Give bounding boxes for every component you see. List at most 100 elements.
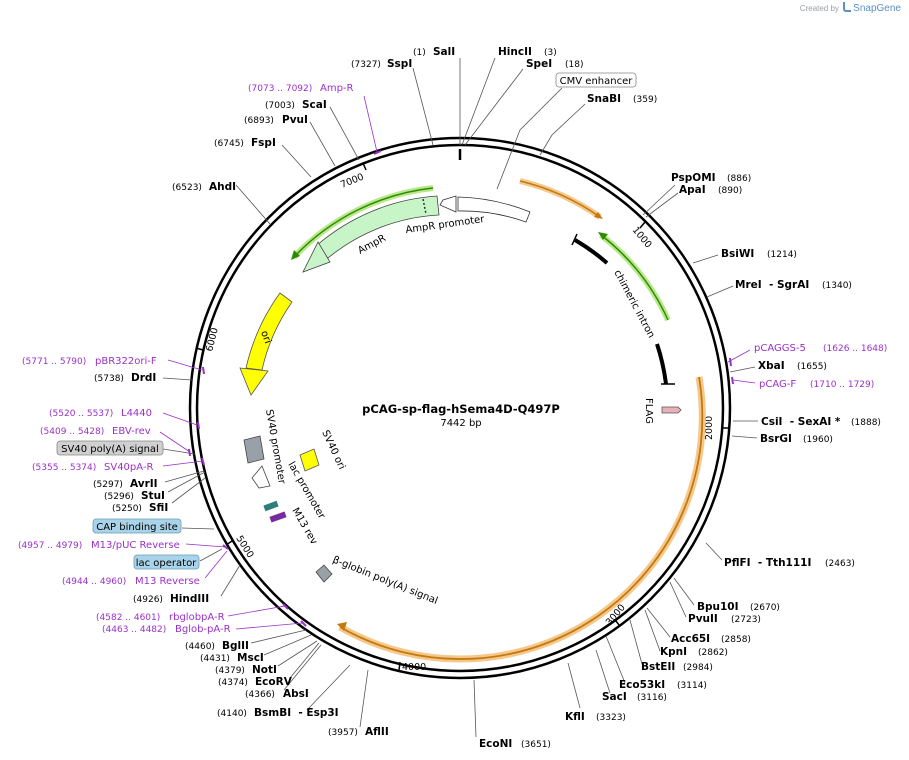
site-name-saci: SacI — [602, 691, 627, 703]
chimeric-intron-bar-2 — [655, 343, 668, 385]
leader-bsiwi — [692, 254, 719, 264]
site-name-ecorv: EcoRV — [255, 676, 293, 688]
tick-mark-5000 — [225, 540, 233, 546]
mark-ebv-rev — [188, 448, 191, 457]
mark-sv40pa-r — [201, 457, 205, 466]
ampr-dots — [422, 198, 427, 215]
site-name-fspi: FspI — [251, 137, 276, 149]
primer-range-pbr322: (5771 .. 5790) — [22, 357, 86, 367]
snapgene-credit: Created by SnapGene — [800, 2, 901, 14]
site-name-noti: NotI — [252, 664, 277, 676]
leader-scai — [329, 106, 360, 161]
site-pos-scai: (7003) — [265, 101, 295, 111]
site-name-hincii: HincII — [498, 46, 532, 58]
plasmid-name: pCAG-sp-flag-hSema4D-Q497P — [362, 402, 560, 416]
site-pos-aflii: (3957) — [328, 728, 358, 738]
feature-label-sv40-ori: SV40 ori — [319, 429, 347, 472]
chimeric-intron-bar-1 — [573, 238, 609, 265]
tick-label-6000: 6000 — [204, 327, 221, 353]
ori-arrowhead — [239, 367, 269, 396]
site-name-eco53ki: Eco53kI — [619, 679, 665, 691]
leader-aflii — [359, 669, 369, 728]
leader-stui — [167, 471, 206, 493]
site-pos-msci: (4431) — [200, 654, 230, 664]
site-pos-stui: (5296) — [104, 492, 134, 502]
tick-label-1000: 1000 — [630, 225, 654, 251]
leader-snabi — [539, 103, 586, 156]
m13-rev-box — [269, 511, 287, 523]
leader-xbai — [729, 366, 756, 373]
leader-m13puc — [185, 543, 226, 548]
leader-pbr322 — [167, 359, 203, 371]
site-name-kfli: KflI — [565, 711, 585, 723]
primer-name-m13rev: M13 Reverse — [135, 576, 200, 587]
site-pos-pvuii: (2723) — [731, 615, 761, 625]
leader-bglobpa — [235, 622, 304, 630]
leader-saci — [595, 649, 611, 694]
leader-bsrgi — [731, 435, 758, 439]
feature-label-ori: ori — [258, 329, 273, 345]
site-pos-acc65i: (2858) — [721, 635, 751, 645]
leader-bsteii — [629, 619, 643, 665]
tick-mark-4000 — [398, 661, 401, 671]
leader-econi — [473, 679, 477, 738]
site-pos-pspomi: (886) — [727, 174, 751, 184]
site-pos-bsrgi: (1960) — [803, 435, 833, 445]
leader-kpni — [644, 609, 661, 652]
cmv-enhancer-label: CMV enhancer — [560, 76, 634, 87]
leader-msci — [263, 634, 312, 656]
plasmid-length: 7442 bp — [440, 418, 481, 429]
leader-m13rev-primer — [204, 550, 228, 579]
site-pos-hincii: (3) — [544, 48, 557, 58]
site-name-pspomi: PspOMI — [671, 172, 716, 184]
site-pos-drdi: (5738) — [94, 374, 124, 384]
leader-acc65i — [646, 607, 671, 638]
leader-hincii — [461, 57, 496, 146]
mark-bglobpa — [300, 620, 307, 627]
leader-fspi — [281, 144, 312, 178]
site-pos-sali: (1) — [413, 48, 426, 58]
tick-label-7000: 7000 — [339, 172, 366, 191]
site-name-aflii: AflII — [365, 726, 389, 738]
site-name-msci: MscI — [237, 652, 264, 664]
primer-name-pcagf: pCAG-F — [759, 379, 796, 390]
site-name-bpu10i: Bpu10I — [697, 601, 739, 613]
leader-amp-r — [363, 95, 378, 153]
site-name-bsmbi: BsmBI - Esp3I — [254, 707, 339, 719]
site-name-spei: SpeI — [526, 58, 552, 70]
site-name-bglii: BglII — [222, 640, 249, 652]
site-name-pvuii: PvuII — [688, 613, 718, 625]
leader-eco53ki — [605, 635, 626, 684]
site-pos-avrii: (5297) — [93, 480, 123, 490]
intron-green-arc — [600, 234, 669, 321]
ampr-promoter-arrow — [457, 196, 531, 223]
site-pos-sspi: (7327) — [351, 60, 381, 70]
site-name-mrei: MreI - SgrAI — [735, 279, 809, 291]
primer-range-amp-r: (7073 .. 7092) — [248, 84, 312, 94]
cmv-enhancer-box — [555, 72, 637, 88]
site-name-pflfi: PflFI - Tth111I — [724, 557, 811, 569]
ampr-promoter-arrowhead — [439, 195, 457, 213]
leader-bsmbi — [306, 664, 351, 711]
site-pos-noti: (4379) — [215, 666, 245, 676]
ampr-arrowhead — [302, 241, 331, 273]
intron-green-arrowhead — [598, 232, 608, 240]
site-pos-ahdi: (6523) — [172, 183, 202, 193]
leader-pspomi — [642, 184, 676, 216]
sv40-white-arrow — [251, 465, 271, 489]
leader-spei — [464, 68, 524, 146]
leader-lac-operator — [199, 548, 223, 562]
site-labels: (1) SalI (7327) SspI HincII (3) SpeI (18… — [93, 46, 881, 750]
feature-label-sv40-promoter: SV40 promoter — [263, 409, 287, 486]
feature-label-flag: FLAG — [643, 398, 654, 424]
site-pos-xbai: (1655) — [797, 362, 827, 372]
chimeric-intron-cap — [571, 233, 578, 246]
tick-label-4000: 4000 — [402, 662, 426, 673]
primer-name-ebv-rev: EBV-rev — [112, 426, 151, 437]
sv40-polya-box — [56, 440, 164, 456]
site-name-pvui: PvuI — [282, 114, 308, 126]
leader-ebv-rev — [159, 431, 191, 453]
site-pos-apai: (890) — [718, 186, 742, 196]
leader-apai — [645, 192, 679, 218]
mark-l4440 — [197, 421, 200, 430]
